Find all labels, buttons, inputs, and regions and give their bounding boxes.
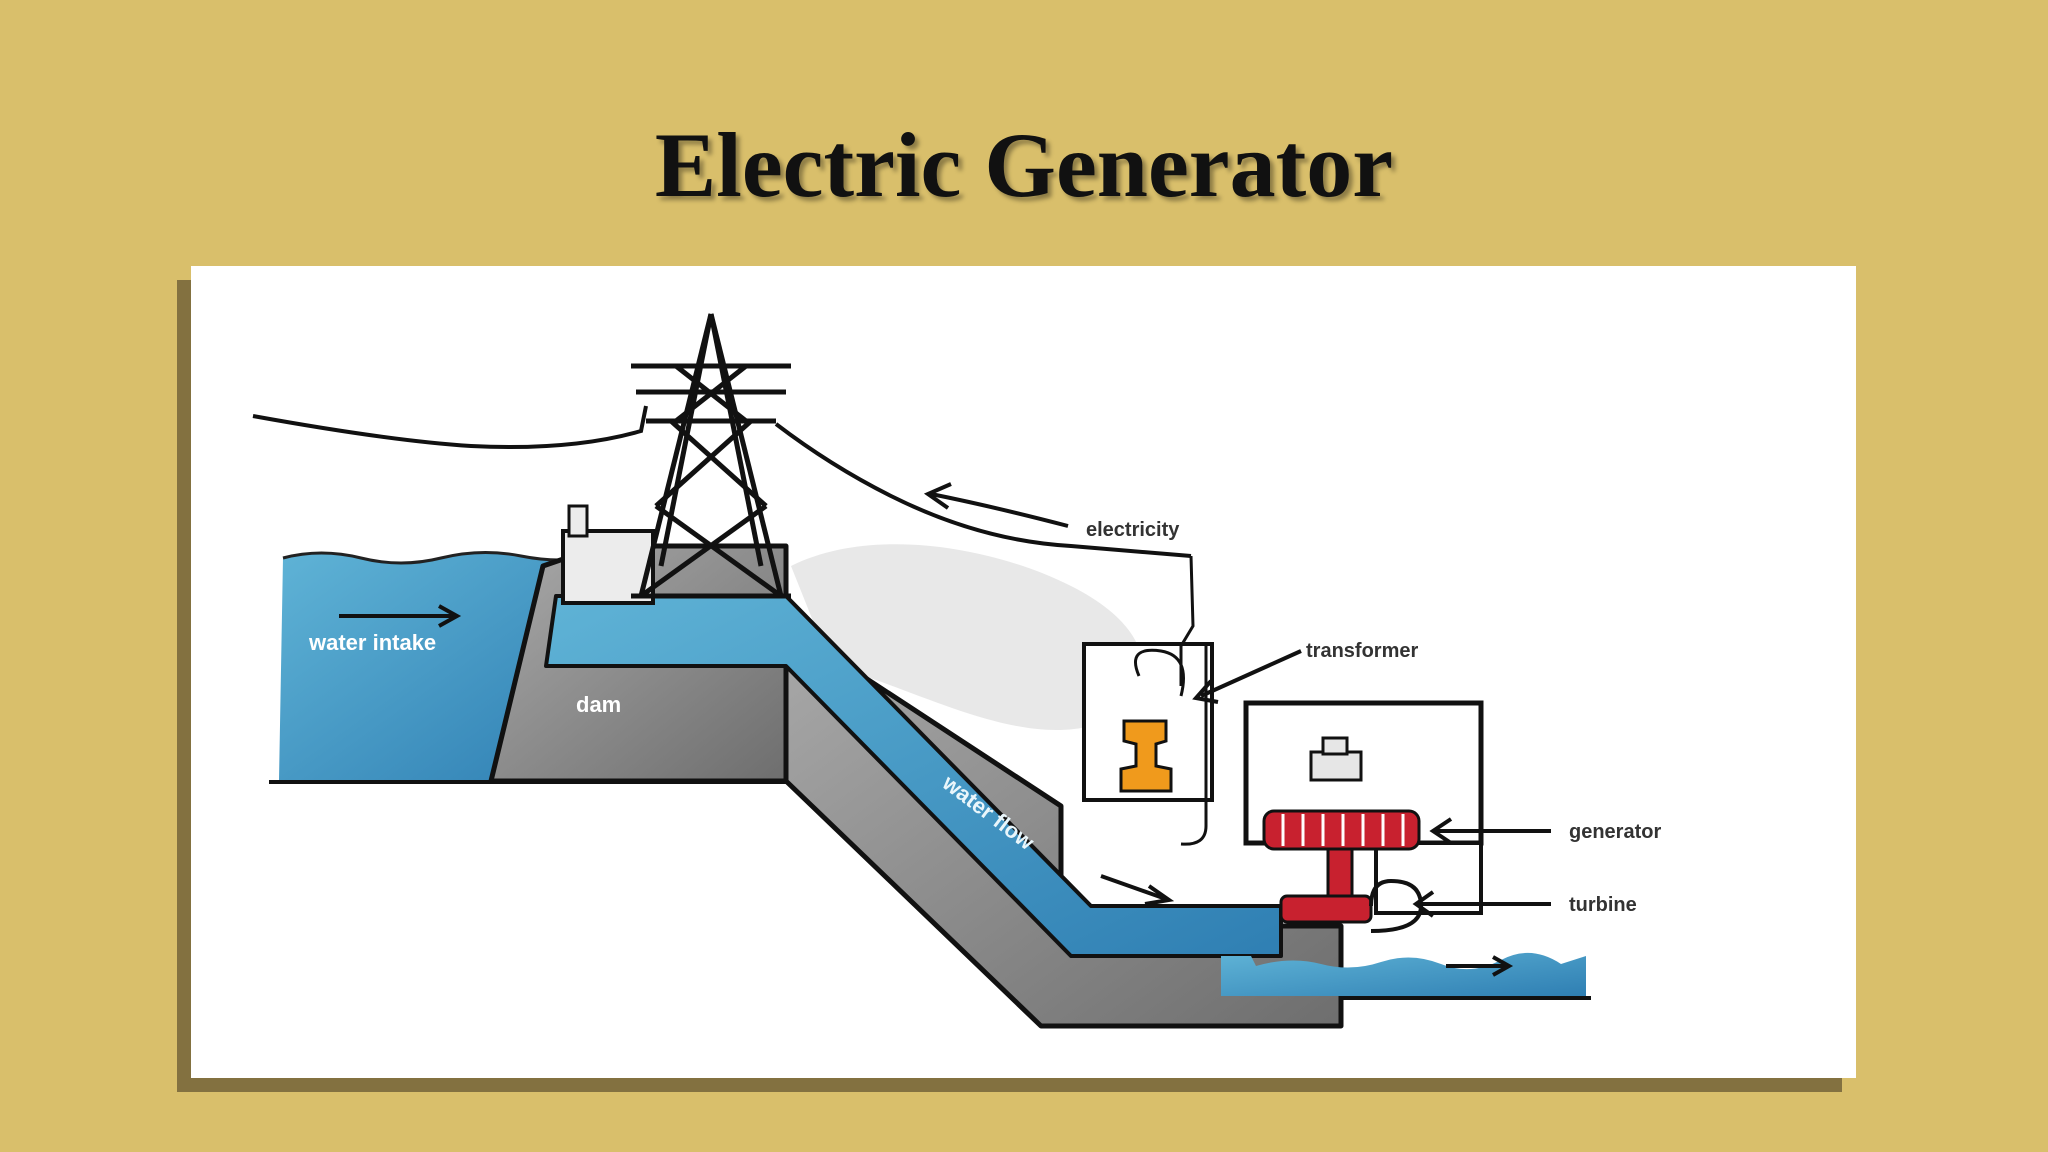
water-flow-arrowhead <box>1144 884 1175 906</box>
penstock <box>544 594 1283 958</box>
intake-gate <box>567 504 589 538</box>
tailrace-water <box>1221 952 1586 996</box>
turbine-runner <box>1279 894 1373 924</box>
tailrace-arrowhead <box>1492 955 1514 977</box>
generator-arrowhead <box>1429 817 1453 845</box>
electricity-arrowhead <box>923 482 952 510</box>
label-transformer: transformer <box>1306 640 1418 662</box>
transformer-arrowhead <box>1192 679 1219 704</box>
power-line-right <box>774 422 1192 558</box>
turbine-arrowhead <box>1412 890 1435 918</box>
label-generator: generator <box>1569 821 1661 843</box>
generator-cap <box>1309 750 1363 782</box>
electricity-arrow <box>930 492 1069 528</box>
transformer-arrow <box>1200 649 1302 698</box>
turbine-scroll-case <box>1369 878 1424 933</box>
label-turbine: turbine <box>1569 894 1637 916</box>
background-wash <box>791 544 1142 731</box>
label-electricity: electricity <box>1086 519 1180 541</box>
power-line-left <box>252 405 648 449</box>
generator-stripes <box>1281 814 1405 846</box>
transformer-icon <box>1119 719 1173 793</box>
hydropower-diagram-svg: electricity transformer generator <box>252 313 1661 1029</box>
reservoir-surface-line <box>282 550 597 565</box>
water-flow-arrow <box>1100 874 1167 901</box>
water-intake-arrowhead <box>438 604 462 628</box>
intake-structure <box>561 529 655 605</box>
hydropower-diagram: electricity transformer generator <box>191 266 1856 1078</box>
transformer-wire <box>1134 555 1208 846</box>
slide-title: Electric Generator <box>654 114 1394 216</box>
label-dam: dam <box>576 692 621 717</box>
generator-top <box>1321 736 1349 756</box>
transmission-tower <box>631 313 791 599</box>
label-water-intake: water intake <box>308 630 436 655</box>
